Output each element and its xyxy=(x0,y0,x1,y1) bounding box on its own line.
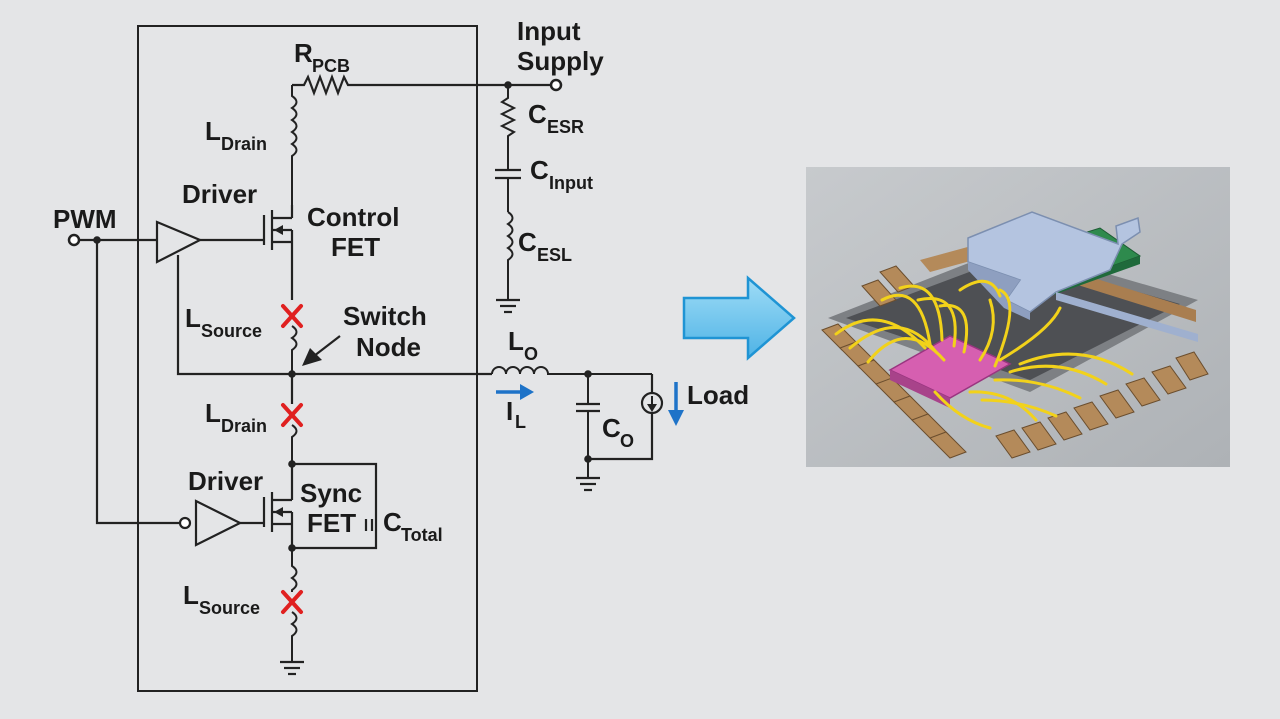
control-fet-label-2: FET xyxy=(331,232,380,262)
c-esl-inductor xyxy=(506,211,514,300)
output-ground-icon xyxy=(576,476,600,492)
load-arrow-icon xyxy=(668,382,684,426)
driver-bottom-label: Driver xyxy=(188,466,263,496)
circuit-boundary xyxy=(137,25,478,692)
sync-fet-label-2: FET xyxy=(307,508,356,538)
c-esl-label: C xyxy=(518,227,537,257)
sync-fet-symbol xyxy=(240,464,294,548)
r-pcb-sub: PCB xyxy=(312,56,350,76)
l-drain-top-inductor xyxy=(290,85,298,205)
l-drain-bottom-inductor xyxy=(291,424,298,465)
r-pcb-label: R xyxy=(294,38,313,68)
parasitic-x-icon xyxy=(281,403,303,427)
driver-bottom-buffer xyxy=(178,499,243,547)
l-o-label: L xyxy=(508,326,524,356)
r-pcb-resistor xyxy=(292,73,556,97)
driver-top-buffer xyxy=(155,220,203,264)
l-source-bottom-sub: Source xyxy=(199,598,260,618)
driver-top-label: Driver xyxy=(182,179,257,209)
input-supply-label-2: Supply xyxy=(517,46,604,76)
i-l-sub: L xyxy=(515,412,526,432)
input-supply-label-1: Input xyxy=(517,16,581,46)
l-o-sub: O xyxy=(524,344,538,364)
c-total-sub: Total xyxy=(401,525,443,545)
c-esr-resistor xyxy=(499,85,517,170)
c-o-capacitor xyxy=(576,374,600,478)
l-source-top-sub: Source xyxy=(201,321,262,341)
control-fet-symbol xyxy=(200,205,294,250)
c-esr-label: C xyxy=(528,99,547,129)
c-esl-sub: ESL xyxy=(537,245,572,265)
right-arrow-icon xyxy=(682,275,796,361)
switch-node-label-1: Switch xyxy=(343,301,427,331)
current-arrow-icon xyxy=(496,384,534,400)
pwm-terminal xyxy=(67,233,81,247)
load-label: Load xyxy=(687,380,749,410)
pointer-arrow-icon xyxy=(302,335,341,366)
package-illustration xyxy=(806,167,1230,467)
switch-node-label-2: Node xyxy=(356,332,421,362)
c-o-label: C xyxy=(602,413,621,443)
l-drain-bottom-label: L xyxy=(205,398,221,428)
c-esr-sub: ESR xyxy=(547,117,584,137)
c-o-sub: O xyxy=(620,431,634,451)
parasitic-x-icon xyxy=(281,590,303,614)
c-total-capacitor xyxy=(364,519,374,531)
sync-fet-label-1: Sync xyxy=(300,478,362,508)
l-source-bottom-label: L xyxy=(183,580,199,610)
l-drain-bottom-sub: Drain xyxy=(221,416,267,436)
input-ground-icon xyxy=(496,298,520,314)
input-supply-terminal xyxy=(549,78,563,92)
l-o-inductor xyxy=(491,366,652,375)
l-source-top-inductor xyxy=(290,325,298,374)
c-input-sub: Input xyxy=(549,173,593,193)
l-source-bottom-inductor xyxy=(290,548,298,592)
parasitic-x-icon xyxy=(281,304,303,328)
l-drain-top-label: L xyxy=(205,116,221,146)
c-input-label: C xyxy=(530,155,549,185)
load-current-source xyxy=(640,374,664,415)
i-l-label: I xyxy=(506,396,513,426)
pwm-label: PWM xyxy=(53,204,117,234)
c-total-label: C xyxy=(383,507,402,537)
control-fet-label-1: Control xyxy=(307,202,399,232)
l-source-top-label: L xyxy=(185,303,201,333)
c-input-capacitor xyxy=(495,168,521,212)
l-drain-top-sub: Drain xyxy=(221,134,267,154)
bottom-ground-icon xyxy=(280,660,304,676)
